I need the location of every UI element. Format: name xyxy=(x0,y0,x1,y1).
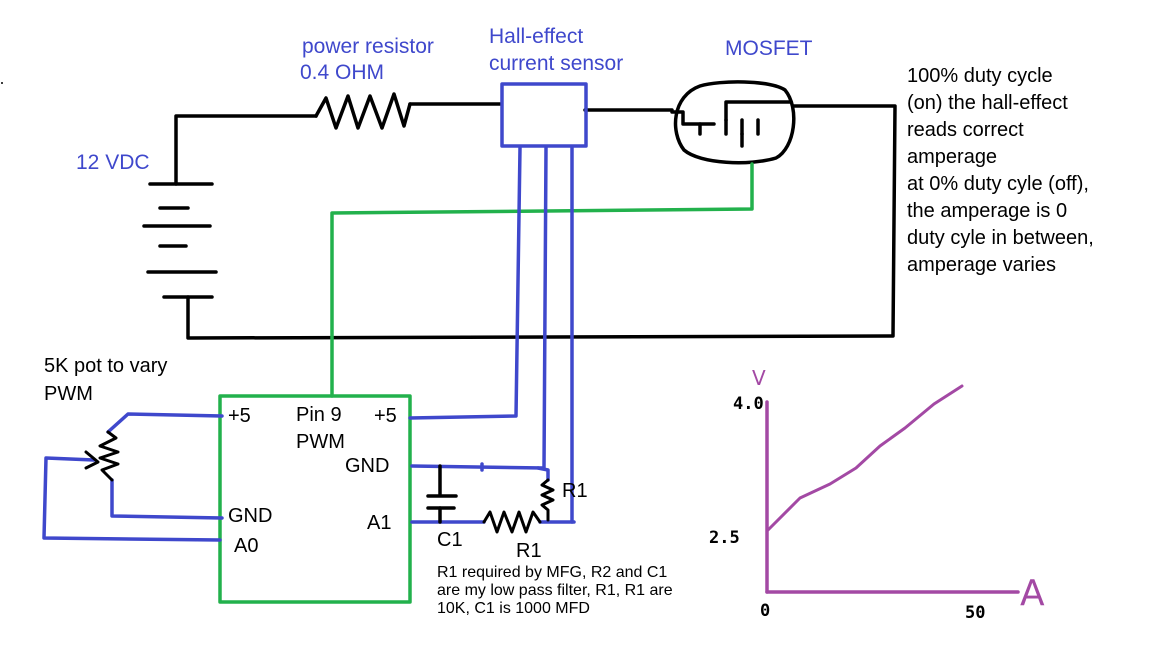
arduino-pin-5v-right: +5 xyxy=(374,405,397,427)
supply-label: 12 VDC xyxy=(76,151,150,174)
battery-12vdc xyxy=(142,182,218,299)
arduino-gnd-left: GND xyxy=(228,505,273,527)
graph-x-origin: 0 xyxy=(760,601,771,621)
power-resistor xyxy=(314,92,412,130)
resistor-r1-vertical xyxy=(540,478,555,522)
r1-horizontal-label: R1 xyxy=(516,540,542,562)
arduino-board xyxy=(218,394,412,604)
graph-y-mid-tick: 2.5 xyxy=(709,528,740,548)
graph-curve xyxy=(766,384,964,532)
hall-sensor-label-2: current sensor xyxy=(489,52,624,75)
graph-y-axis-letter: V xyxy=(752,366,766,390)
pot-label-1: 5K pot to vary xyxy=(44,355,168,377)
graph-axes xyxy=(765,400,1020,594)
power-loop-wires xyxy=(174,102,897,340)
capacitor-c1 xyxy=(426,464,458,524)
resistor-r1-horizontal xyxy=(482,510,542,534)
graph-y-top-tick: 4.0 xyxy=(733,394,764,414)
arduino-pin9-label: Pin 9 xyxy=(296,404,342,426)
arduino-pin-5v-left: +5 xyxy=(228,405,251,427)
arduino-gnd-right: GND xyxy=(345,455,390,477)
potentiometer-5k xyxy=(84,430,120,482)
arduino-a0: A0 xyxy=(234,535,259,557)
hall-sensor-label-1: Hall-effect xyxy=(489,25,584,48)
mosfet-label: MOSFET xyxy=(725,37,813,60)
mosfet-symbol xyxy=(670,80,796,165)
pot-label-2: PWM xyxy=(44,383,93,405)
power-resistor-label: power resistor xyxy=(302,35,434,58)
graph-x-axis-letter: A xyxy=(1020,573,1045,614)
duty-cycle-note: 100% duty cycle (on) the hall-effect rea… xyxy=(907,65,1094,276)
sensor-wires xyxy=(408,146,576,524)
pwm-wire xyxy=(330,162,754,398)
c1-label: C1 xyxy=(437,529,463,551)
graph-x-end-tick: 50 xyxy=(965,603,986,623)
power-resistor-value: 0.4 OHM xyxy=(300,61,385,84)
r1-vertical-label: R1 xyxy=(562,480,588,502)
hall-sensor-box xyxy=(500,82,588,148)
potentiometer-wires xyxy=(42,412,224,542)
arduino-a1: A1 xyxy=(367,512,392,534)
filter-note: R1 required by MFG, R2 and C1 are my low… xyxy=(437,564,673,617)
arduino-pwm-label: PWM xyxy=(296,431,345,453)
